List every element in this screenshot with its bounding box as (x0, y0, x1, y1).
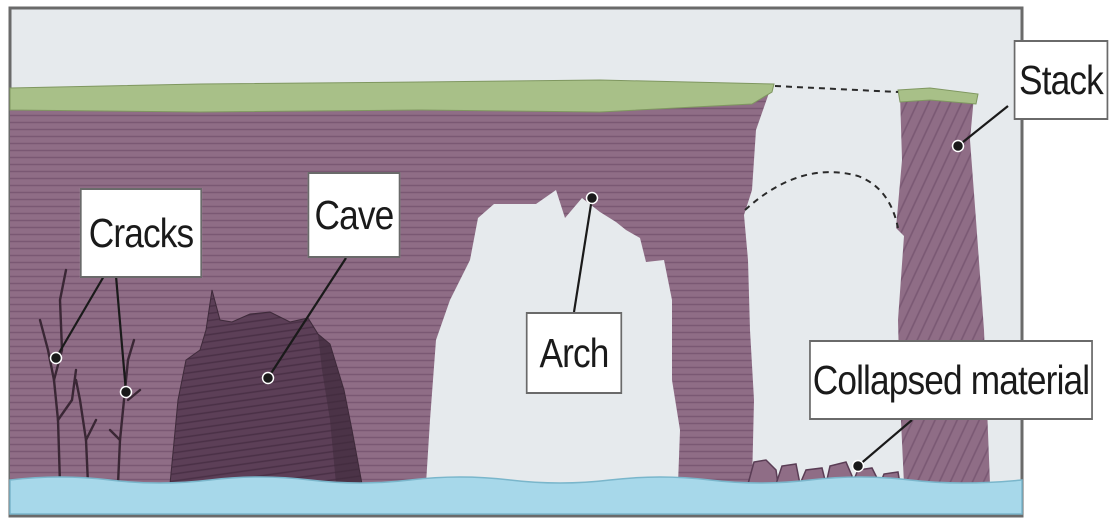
label-cave: Cave (308, 172, 401, 258)
leader-dot (263, 373, 274, 384)
leader-dot (953, 141, 964, 152)
label-stack: Stack (1014, 40, 1109, 120)
leader-dot (51, 353, 62, 364)
label-collapsed-material: Collapsed material (809, 340, 1093, 420)
leader-dot (121, 387, 132, 398)
leader-dot (587, 193, 598, 204)
leader-dot (853, 461, 864, 472)
sea (10, 477, 1022, 514)
label-arch: Arch (526, 312, 622, 394)
label-cracks: Cracks (80, 188, 202, 278)
